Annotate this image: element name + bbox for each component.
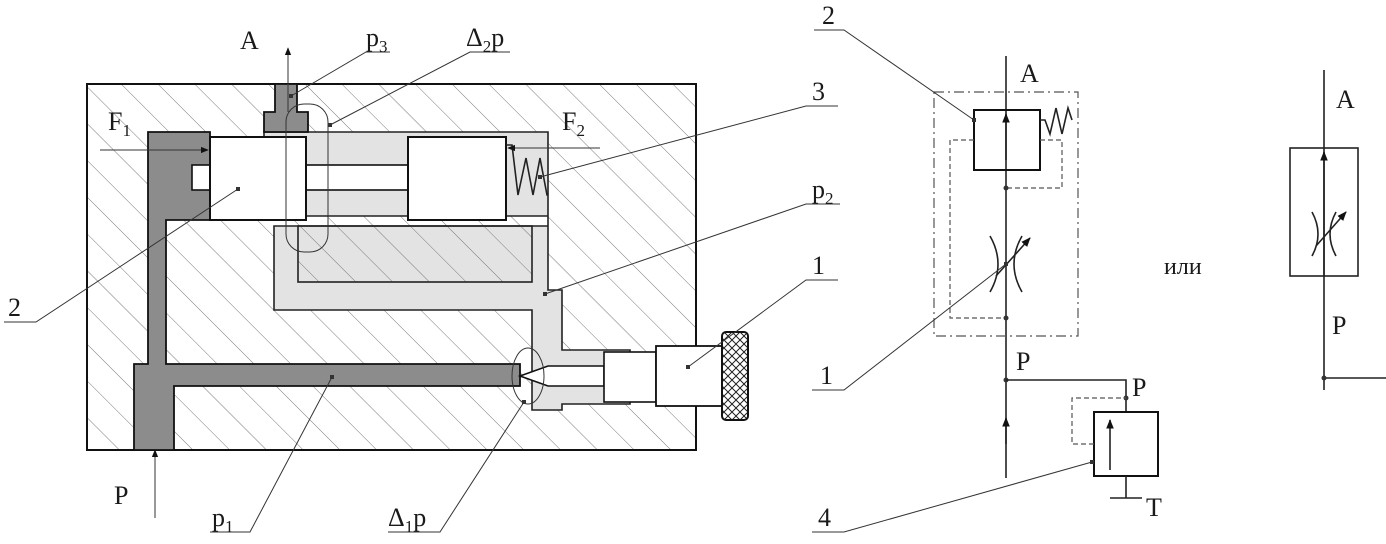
separator-word-or: или [1164, 254, 1202, 280]
throttle-arc-right [1013, 235, 1023, 293]
label-schematic-2: 2 [822, 1, 835, 30]
leader-delta2p [329, 51, 510, 126]
simplified-symbol: A P [1289, 70, 1386, 390]
piston-face [209, 136, 307, 221]
label-schematic-a: A [1020, 59, 1039, 88]
throttle-arc-left [989, 235, 999, 293]
valve-section-view: A P p3 Δ2p F1 F2 3 p2 1 2 p1 Δ1p [4, 23, 840, 536]
label-p3: p3 [366, 23, 388, 56]
knurled-knob [721, 331, 749, 421]
simplified-adjust-arrow [1315, 211, 1347, 247]
inner-body-island [297, 225, 533, 283]
junction-dot-2 [1003, 315, 1009, 321]
label-callout-2-section: 2 [8, 293, 21, 322]
simplified-throttle-arc-right [1329, 211, 1337, 257]
leader-delta1p [388, 401, 525, 533]
leader-3 [539, 105, 838, 178]
throttle-adjust-arrow [995, 237, 1031, 277]
label-schematic-p: P [1016, 347, 1030, 376]
relief-feed-line [1006, 379, 1127, 412]
label-relief-p: P [1132, 373, 1146, 402]
label-p-section: P [114, 481, 128, 510]
adjusting-screw-1 [655, 345, 723, 407]
simplified-throttle-arc-left [1311, 211, 1319, 257]
label-f1: F1 [108, 107, 131, 140]
label-delta2p: Δ2p [466, 23, 504, 56]
pilot-line-right [1006, 139, 1063, 189]
delta1p-nozzle-outline [511, 347, 545, 405]
leader-schematic-4 [812, 461, 1093, 533]
label-p1: p1 [212, 503, 234, 536]
leader-p3 [290, 51, 390, 97]
label-callout-1-section: 1 [812, 251, 825, 280]
leader-schematic-1 [812, 263, 1007, 391]
delta2p-orifice-outline [285, 103, 329, 253]
compensator-spring [1040, 105, 1073, 137]
label-simplified-p: P [1332, 311, 1346, 340]
leader-p1 [210, 376, 333, 533]
relief-valve-box [1093, 411, 1159, 477]
p3-outlet [263, 83, 309, 133]
compensator-valve-box [973, 109, 1041, 171]
label-callout-3: 3 [812, 77, 825, 106]
simplified-junction-dot [1321, 375, 1327, 381]
leader-schematic-2 [814, 29, 975, 121]
leader-p2 [544, 203, 840, 295]
leader-2 [4, 188, 239, 323]
label-a-section: A [240, 26, 259, 55]
label-simplified-a: A [1336, 85, 1355, 114]
pilot-line-left [949, 139, 1006, 319]
piston-right [407, 136, 507, 221]
label-p2: p2 [812, 175, 834, 208]
leader-1 [687, 279, 838, 368]
junction-dot-1 [1003, 185, 1009, 191]
label-delta1p: Δ1p [388, 503, 426, 536]
label-schematic-1: 1 [820, 361, 833, 390]
hydraulic-schematic: 2 1 4 A P P T [812, 1, 1162, 533]
compensator-enclosure [933, 91, 1079, 337]
spring-3 [506, 144, 548, 196]
label-relief-t: T [1146, 493, 1162, 522]
label-f2: F2 [562, 107, 585, 140]
relief-pilot-line [1071, 397, 1126, 445]
needle-housing [603, 351, 657, 403]
label-schematic-4: 4 [818, 503, 831, 532]
